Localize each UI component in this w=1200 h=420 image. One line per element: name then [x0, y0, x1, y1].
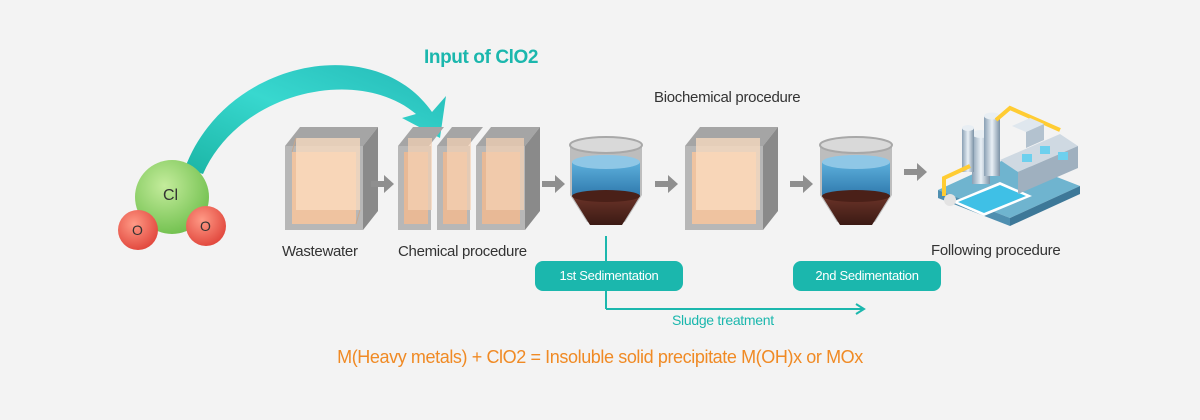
biochemical-label: Biochemical procedure	[654, 89, 801, 106]
second-sedimentation-badge: 2nd Sedimentation	[793, 261, 941, 291]
biochemical-tank	[685, 127, 778, 230]
flow-arrow	[371, 175, 394, 193]
chemical-label: Chemical procedure	[398, 243, 527, 260]
clo2-molecule	[118, 160, 226, 250]
first-sedimentation-tank	[569, 136, 643, 225]
flow-arrow	[904, 163, 927, 181]
sludge-treatment-label: Sludge treatment	[672, 312, 774, 328]
equation-text: M(Heavy metals) + ClO2 = Insoluble solid…	[337, 347, 863, 367]
first-sedimentation-badge: 1st Sedimentation	[535, 261, 683, 291]
treatment-plant-icon	[938, 105, 1080, 226]
oxygen-right-label: O	[200, 218, 211, 234]
flow-arrow	[542, 175, 565, 193]
second-sedimentation-tank	[819, 136, 893, 225]
wastewater-tank	[285, 127, 378, 230]
flow-arrow	[790, 175, 813, 193]
input-arrow	[185, 65, 446, 174]
oxygen-left-label: O	[132, 222, 143, 238]
flow-arrow	[655, 175, 678, 193]
wastewater-label: Wastewater	[282, 243, 358, 260]
input-label: Input of ClO2	[424, 47, 539, 68]
following-label: Following procedure	[931, 242, 1061, 259]
chlorine-label: Cl	[163, 187, 179, 204]
flow-arrows	[371, 163, 927, 193]
chemical-tanks	[398, 127, 540, 230]
oxygen-atom-left	[118, 210, 158, 250]
oxygen-atom-right	[186, 206, 226, 246]
